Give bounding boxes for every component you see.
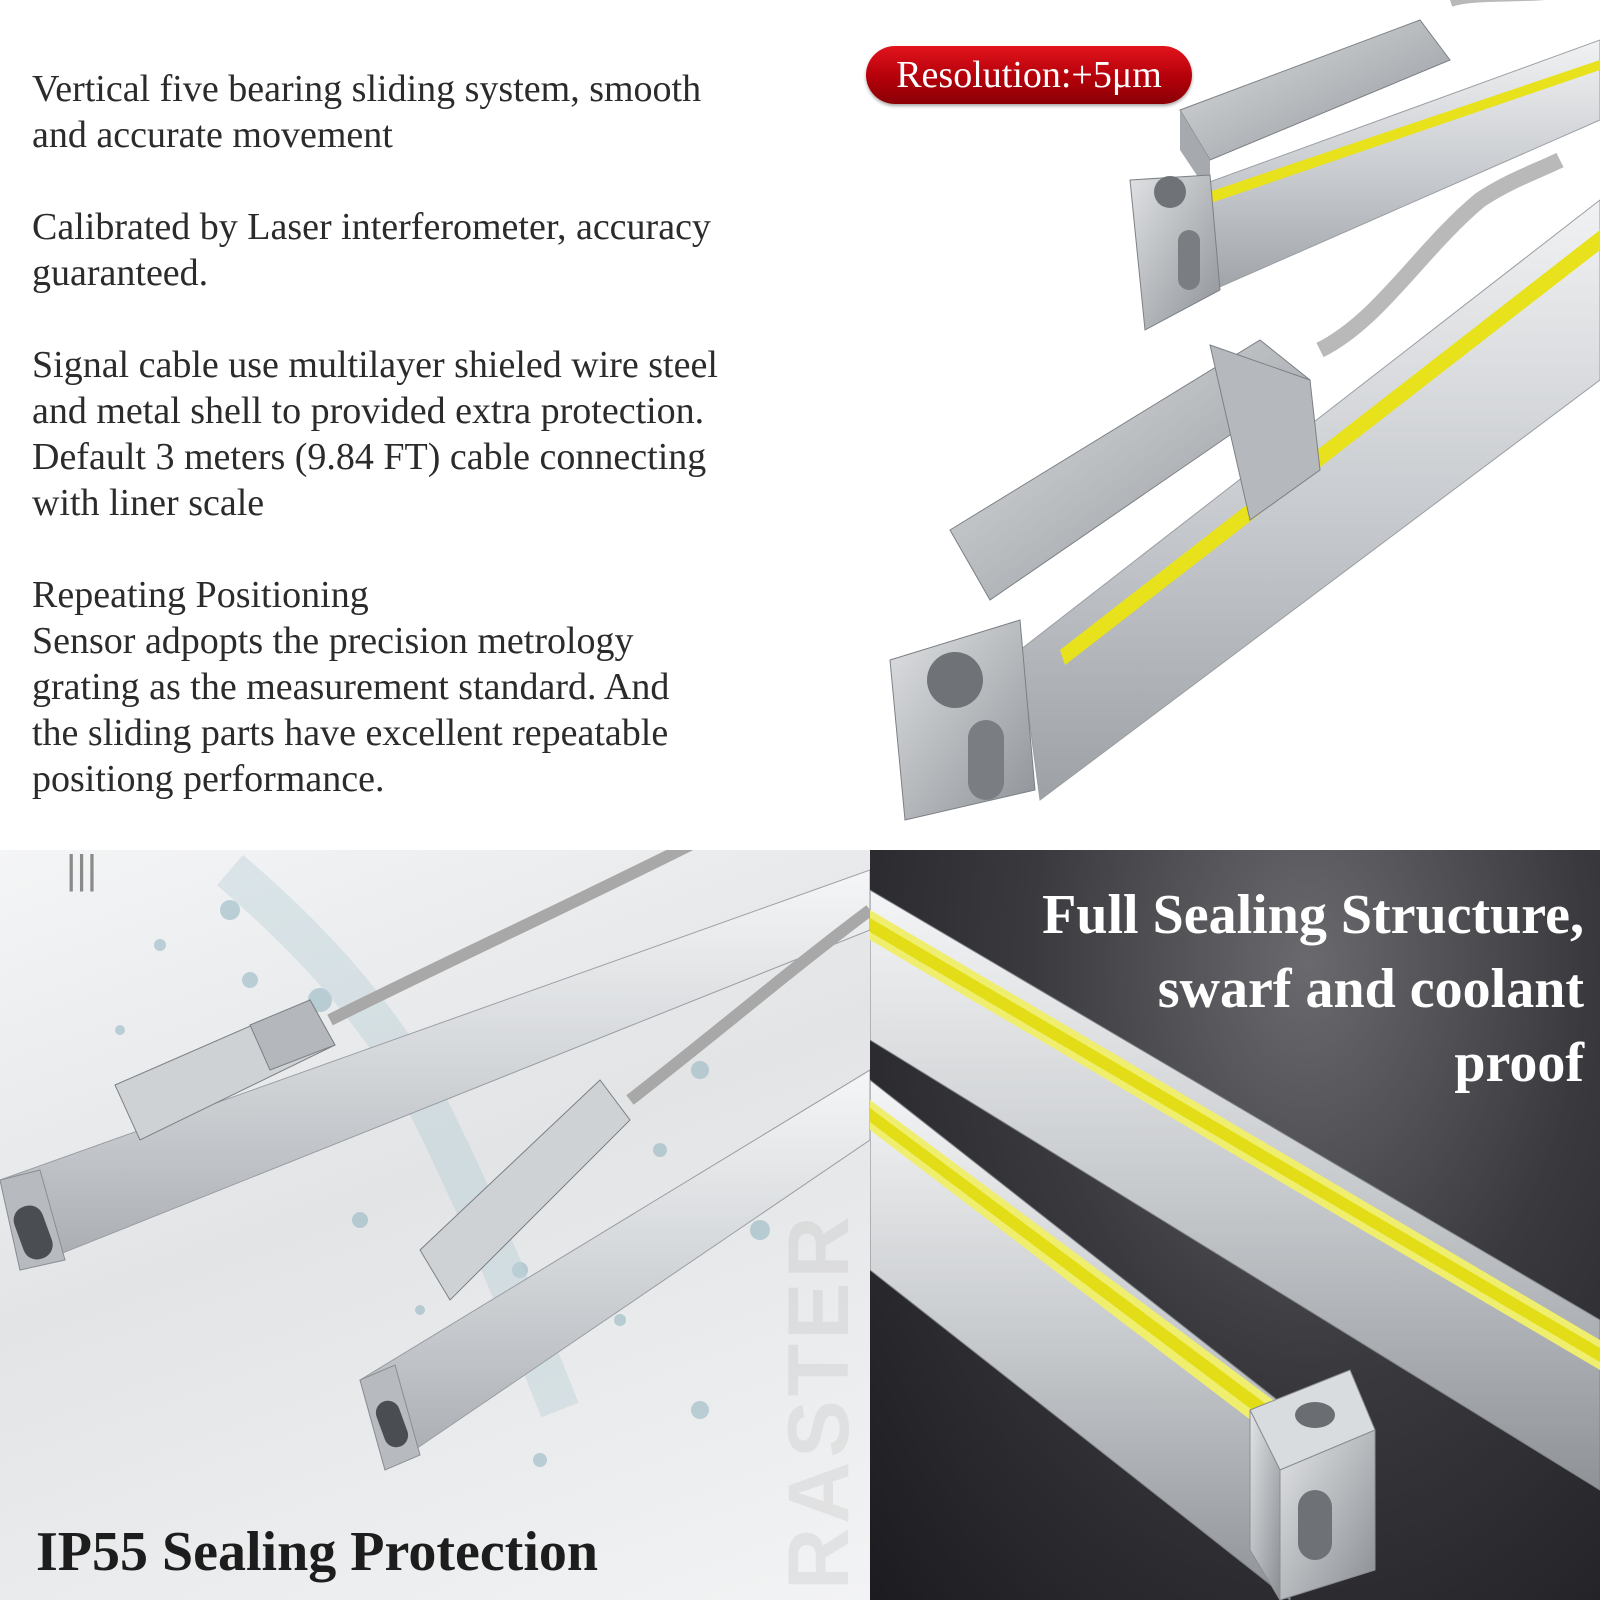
ip55-product-image <box>0 850 870 1471</box>
ip55-title: IP55 Sealing Protection <box>36 1521 599 1583</box>
raster-watermark: RASTER <box>771 1212 867 1590</box>
ip55-panel: ||| RASTER IP55 Sealing Protection <box>0 850 870 1600</box>
resolution-panel: Resolution:+5μm <box>860 0 1600 850</box>
sealing-title: Full Sealing Structure, swarf and coolan… <box>1042 884 1584 1094</box>
resolution-badge: Resolution:+5μm <box>866 46 1192 104</box>
features-panel: Vertical five bearing sliding system, sm… <box>0 0 860 850</box>
sealing-product-image <box>870 889 1600 1600</box>
feature-bearing-system: Vertical five bearing sliding system, sm… <box>32 68 702 156</box>
linear-scale-product-image <box>889 0 1600 821</box>
feature-list: Vertical five bearing sliding system, sm… <box>32 66 852 848</box>
feature-signal-cable: Signal cable use multilayer shieled wire… <box>32 344 718 524</box>
feature-repeat-positioning: Repeating Positioning Sensor adpopts the… <box>32 574 670 800</box>
tick-mark: ||| <box>66 850 98 892</box>
feature-laser-calibration: Calibrated by Laser interferometer, accu… <box>32 206 711 294</box>
sealing-panel: Full Sealing Structure, swarf and coolan… <box>870 850 1600 1600</box>
